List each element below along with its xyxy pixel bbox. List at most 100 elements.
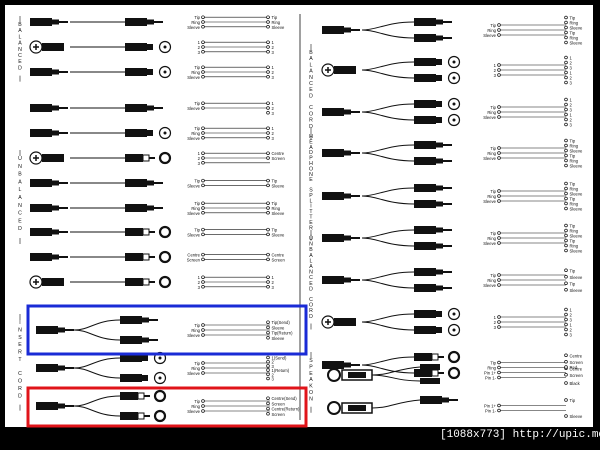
pin-label: 1 — [198, 275, 201, 280]
section-label-letter: I — [310, 204, 311, 210]
pin-label: Ring — [191, 366, 200, 371]
diagram-paper — [5, 5, 593, 427]
section-label-letter: O — [309, 111, 313, 117]
pin-label: Tip — [194, 361, 200, 366]
pin-label: Pin 1+ — [484, 371, 497, 376]
pin-label: 2 — [570, 118, 573, 123]
pin-label: Screen — [272, 156, 286, 161]
pin-label: Ring — [191, 131, 200, 136]
pin-label: Sleeve — [570, 164, 583, 169]
pin-label: Sleeve — [570, 207, 583, 212]
pin-label: Centre — [570, 366, 583, 371]
section-label-letter: D — [18, 393, 22, 399]
section-label-letter: B — [309, 247, 313, 253]
pin-label: Tip — [570, 281, 576, 286]
pin-label: 3 — [272, 136, 275, 141]
section-label-letter: B — [18, 22, 22, 28]
section-label-letter: L — [310, 258, 313, 264]
section-label-letter: T — [18, 357, 22, 363]
pin-label: Sleeve — [483, 33, 496, 38]
pin-label: 2 — [570, 328, 573, 333]
section-label-letter: A — [309, 264, 313, 270]
pin-label: 1 — [198, 151, 201, 156]
pin-label: Sleeve — [570, 249, 583, 254]
pin-label: Sleeve — [187, 409, 200, 414]
pin-label: Tip — [194, 65, 200, 70]
pin-label: Sleeve — [272, 336, 285, 341]
section-label-letter: T — [309, 214, 313, 220]
pin-label: Sleeve — [570, 192, 583, 197]
pin-label: Tip — [490, 231, 496, 236]
pin-label: 3 — [198, 50, 201, 55]
section-label-letter: P — [309, 193, 313, 199]
pin-label: Tip — [570, 139, 576, 144]
pin-label: Tip — [490, 273, 496, 278]
pin-label: Sleeve — [187, 106, 200, 111]
pin-label: Centre — [272, 151, 285, 156]
pin-label: Tip(Send) — [272, 320, 291, 325]
pin-label: Sleeve — [272, 232, 285, 237]
pin-label: Sleeve — [187, 371, 200, 376]
pin-label: Centre(Send) — [272, 396, 298, 401]
pin-label: 3 — [570, 81, 573, 86]
section-label-letter: A — [309, 145, 313, 151]
section-label-letter: E — [309, 87, 313, 93]
pin-label: 1 — [570, 113, 573, 118]
pin-label: Pin 1- — [485, 376, 497, 381]
pin-label: Sleeve — [187, 25, 200, 30]
section-label-letter: E — [309, 220, 313, 226]
section-label-letter: B — [309, 50, 313, 56]
pin-label: Sleeve — [272, 211, 285, 216]
section-label-letter: R — [18, 386, 22, 392]
pin-label: Sleeve — [187, 333, 200, 338]
section-label-letter: E — [18, 218, 22, 224]
pin-label: 1 — [570, 323, 573, 328]
pin-label: Tip — [570, 224, 576, 229]
pin-label: Sleeve — [187, 183, 200, 188]
section-label-letter: O — [18, 378, 22, 384]
pin-label: Sleeve — [570, 414, 583, 419]
pin-label: Screen — [272, 412, 286, 417]
pin-label: Tip — [272, 201, 278, 206]
pin-label: Tip — [272, 15, 278, 20]
pin-label: Ring — [570, 159, 579, 164]
pin-label: 2 — [272, 360, 275, 365]
pin-label: Screen — [272, 401, 286, 406]
section-label-letter: A — [18, 41, 22, 47]
section-label-letter: A — [18, 179, 22, 185]
pin-label: 2 — [272, 45, 275, 50]
pin-label: Sleeve — [187, 136, 200, 141]
pin-label: Sleeve — [570, 288, 583, 293]
pin-label: 3 — [272, 377, 275, 382]
section-label-letter: U — [309, 236, 313, 242]
pin-label: 3 — [570, 333, 573, 338]
section-label-letter: E — [309, 139, 313, 145]
pin-label: Pin 1+ — [484, 404, 497, 409]
insert-cord-row: TipRingSleeveCentre(Send)ScreenCentre(Re… — [36, 389, 300, 423]
pin-label: 1 — [570, 71, 573, 76]
pin-label: Tip — [490, 105, 496, 110]
pin-label: Tip — [490, 361, 496, 366]
pin-label: 2 — [272, 106, 275, 111]
pin-label: Tip — [194, 179, 200, 184]
pin-label: Ring — [191, 206, 200, 211]
section-label-letter: U — [18, 156, 22, 162]
pin-label: Pin 1- — [485, 409, 497, 414]
pin-label: 2 — [198, 280, 201, 285]
pin-label: Tip — [490, 146, 496, 151]
pin-label: Screen — [272, 257, 286, 262]
pin-label: 2 — [570, 313, 573, 318]
